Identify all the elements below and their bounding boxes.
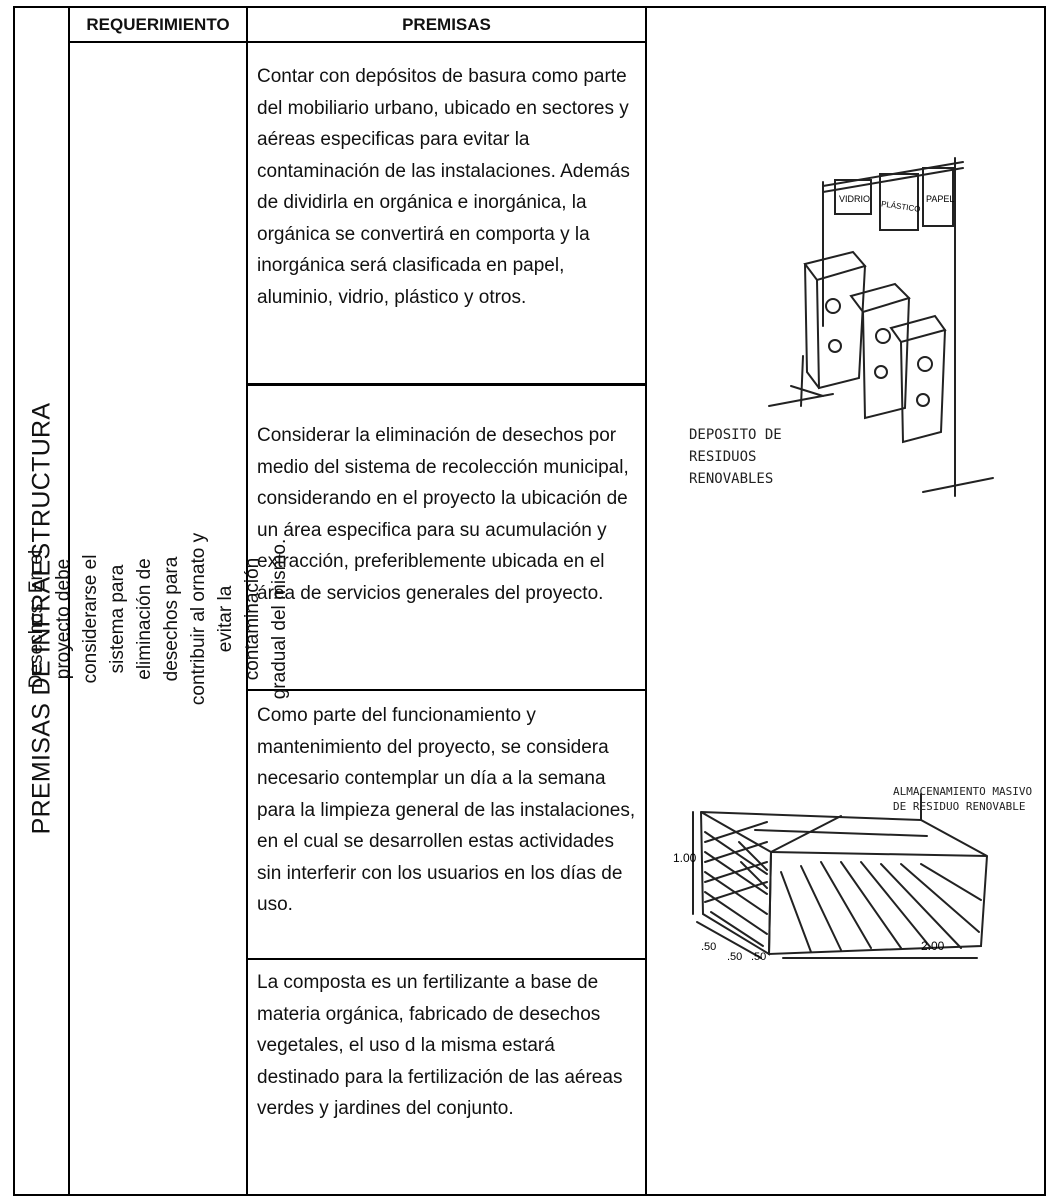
storage-box-sketch: 1.00 .50 .50 .50 2.00 [673, 793, 988, 962]
border-right [1044, 6, 1046, 1196]
bin-label-papel: PAPEL [926, 194, 954, 204]
row-sep-1 [246, 383, 646, 386]
header-sep [68, 41, 646, 43]
sketch2-caption: ALMACENAMIENTO MASIVO DE RESIDUO RENOVAB… [893, 785, 1033, 813]
premise-3: Como parte del funcionamiento y mantenim… [257, 705, 636, 915]
col-sep-2 [246, 6, 248, 1196]
bin-label-plastico: PLÁSTICO [881, 199, 921, 213]
border-bottom [13, 1194, 1046, 1196]
border-top [13, 6, 1046, 8]
sketch1-caption: DEPOSITO DE RESIDUOS RENOVABLES [689, 427, 782, 487]
premises-table: PREMISAS DE INFRAESTRUCTURA REQUERIMIENT… [13, 6, 1046, 1196]
bin-label-vidrio: VIDRIO [839, 194, 870, 204]
header-requirement: REQUERIMIENTO [86, 14, 230, 34]
premise-1: Contar con depósitos de basura como part… [257, 66, 630, 308]
dim-length: 2.00 [921, 939, 945, 953]
premise-4: La composta es un fertilizante a base de… [257, 972, 623, 1119]
row-sep-3 [246, 958, 646, 960]
col-sep-3 [645, 6, 647, 1196]
border-left [13, 6, 15, 1196]
dim-depth-1: .50 [701, 941, 716, 953]
premise-2: Considerar la eliminación de desechos po… [257, 425, 629, 604]
dim-depth-2: .50 [727, 951, 742, 962]
dim-height: 1.00 [673, 851, 697, 865]
recycling-bins-sketch: VIDRIO PLÁSTICO PAPEL [768, 157, 994, 497]
requirement-text: Desechos: En el proyecto debe considerar… [26, 532, 290, 705]
row-sep-2 [246, 689, 646, 691]
col-sep-1 [68, 6, 70, 1196]
dim-depth-3: .50 [751, 951, 766, 962]
header-premises: PREMISAS [402, 14, 491, 34]
